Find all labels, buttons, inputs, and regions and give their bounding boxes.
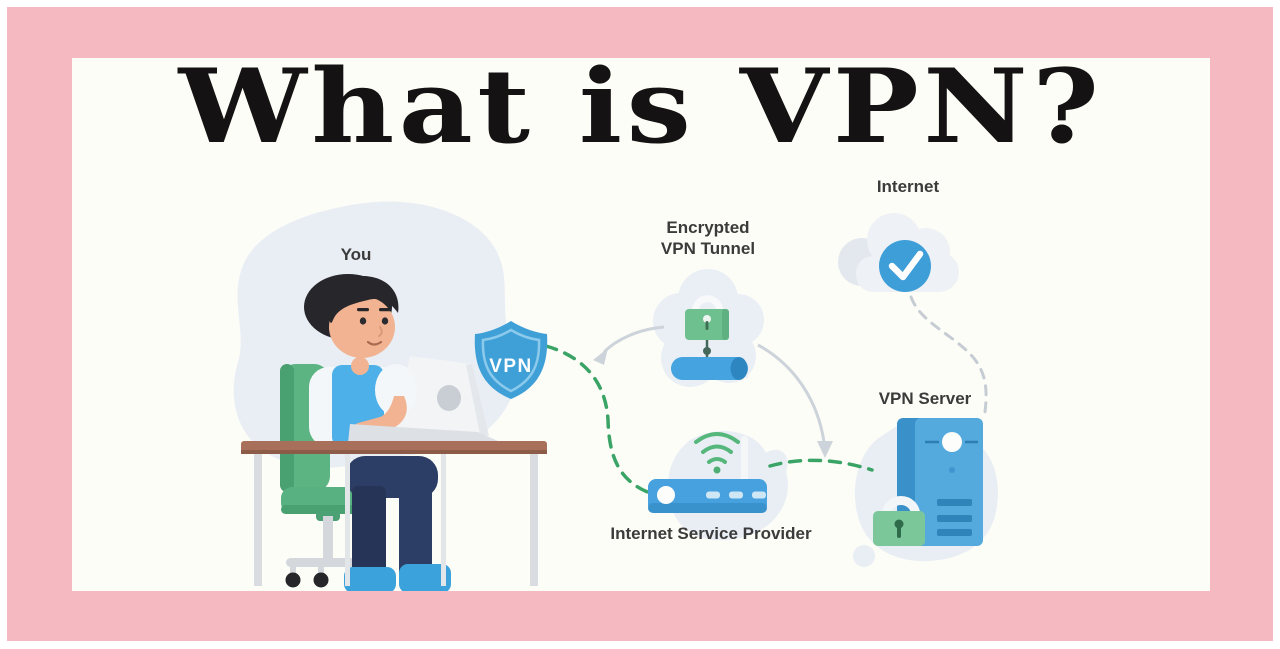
wifi-icon bbox=[713, 466, 721, 474]
person-head bbox=[304, 274, 399, 358]
person-illustration bbox=[241, 274, 547, 591]
isp-router bbox=[648, 432, 767, 513]
user-to-isp-dashed-path bbox=[544, 344, 652, 495]
internet-to-server-dashed-line bbox=[909, 295, 988, 414]
server-padlock-icon bbox=[873, 496, 925, 546]
laptop-base bbox=[348, 424, 498, 443]
shield-vpn-label: VPN bbox=[489, 356, 533, 377]
internet-label: Internet bbox=[876, 177, 940, 196]
you-label: You bbox=[340, 245, 372, 264]
encrypted-tunnel-label: Encrypted VPN Tunnel bbox=[633, 217, 783, 259]
isp-label: Internet Service Provider bbox=[610, 524, 812, 543]
desk bbox=[241, 441, 547, 586]
vpn-server-label: VPN Server bbox=[878, 389, 972, 408]
encrypted-tunnel-label-line2: VPN Tunnel bbox=[660, 239, 756, 258]
person-legs bbox=[344, 456, 451, 591]
page-title: What is VPN? bbox=[178, 47, 1104, 167]
tunnel-to-user-arrow bbox=[593, 325, 665, 365]
encrypted-tunnel-label-line1: Encrypted bbox=[666, 218, 750, 237]
isp-to-server-dashed-path bbox=[768, 458, 874, 472]
laptop bbox=[396, 356, 489, 436]
vpn-shield-badge: VPN bbox=[474, 321, 548, 399]
diagram-illustration: VPN bbox=[233, 201, 998, 591]
internet-check-icon bbox=[879, 240, 931, 292]
tunnel-cylinder bbox=[671, 357, 748, 380]
router-antenna bbox=[741, 436, 748, 482]
tunnel-to-isp-arrow bbox=[757, 343, 833, 458]
tunnel-lock-icon bbox=[685, 295, 729, 359]
